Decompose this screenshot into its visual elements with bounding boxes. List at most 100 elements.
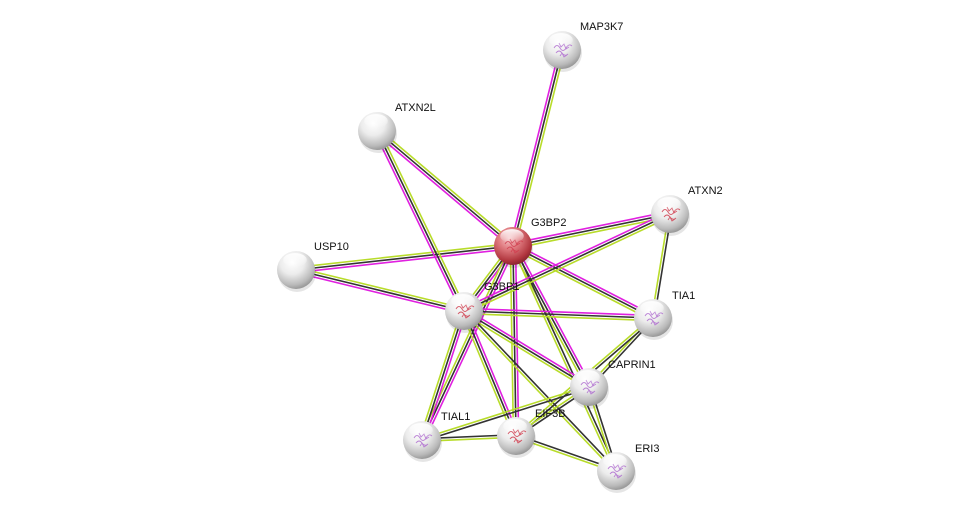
node-highlight bbox=[364, 114, 388, 128]
edge-strand-textmining bbox=[463, 312, 653, 322]
edge-g3bp2-tia1[interactable] bbox=[511, 242, 655, 322]
node-highlight bbox=[451, 294, 475, 308]
node-tia1[interactable]: TIA1 bbox=[634, 290, 695, 340]
edge-g3bp1-atxn2l[interactable] bbox=[373, 129, 468, 313]
edge-strand-experiments bbox=[514, 244, 592, 387]
edge-strand-coexpression bbox=[463, 310, 654, 319]
node-eif3b[interactable]: EIF3B bbox=[497, 408, 566, 458]
edge-strand-textmining bbox=[464, 215, 672, 315]
node-label: CAPRIN1 bbox=[608, 359, 656, 371]
edge-strand-textmining bbox=[460, 311, 515, 438]
edge-strand-textmining bbox=[378, 129, 468, 311]
node-highlight bbox=[503, 419, 527, 433]
edge-strand-textmining bbox=[514, 50, 566, 247]
protein-structure-icon bbox=[553, 42, 573, 58]
edge-strand-experiments bbox=[373, 131, 463, 313]
node-g3bp2[interactable]: G3BP2 bbox=[494, 217, 566, 268]
edge-strand-experiments bbox=[464, 307, 654, 317]
edge-strand-experiments bbox=[509, 49, 561, 246]
node-highlight bbox=[576, 370, 600, 384]
protein-structure-icon bbox=[644, 310, 664, 326]
protein-structure-icon bbox=[507, 428, 527, 444]
edge-strand-coexpression bbox=[463, 213, 671, 312]
node-label: ATXN2 bbox=[688, 185, 723, 197]
edge-strand-experiments bbox=[464, 308, 591, 386]
edge-strand-coexpression bbox=[463, 310, 590, 388]
edge-strand-coexpression bbox=[422, 387, 590, 443]
edge-strand-coexpression bbox=[464, 309, 618, 471]
edge-strand-textmining bbox=[462, 312, 589, 390]
protein-structure-icon bbox=[455, 303, 475, 319]
node-label: ATXN2L bbox=[395, 102, 436, 114]
edge-strand-experiments bbox=[296, 247, 514, 274]
edge-strand-textmining bbox=[462, 311, 616, 473]
edge-strand-experiments bbox=[513, 242, 655, 317]
edge-strand-coexpression bbox=[512, 213, 671, 247]
edge-strand-textmining bbox=[421, 384, 589, 440]
node-highlight bbox=[283, 253, 307, 267]
node-label: G3BP2 bbox=[531, 217, 566, 229]
node-label: MAP3K7 bbox=[580, 21, 623, 33]
edge-strand-textmining bbox=[378, 128, 516, 245]
node-atxn2l[interactable]: ATXN2L bbox=[358, 102, 436, 153]
node-label: ERI3 bbox=[635, 443, 659, 455]
edge-strand-coexpression bbox=[376, 130, 514, 247]
edge-strand-textmining bbox=[296, 266, 465, 310]
edge-strand-coexpression bbox=[376, 130, 465, 312]
edge-g3bp2-atxn2l[interactable] bbox=[374, 128, 516, 249]
edge-g3bp2-map3k7[interactable] bbox=[509, 49, 566, 247]
node-g3bp1[interactable]: G3BP1 bbox=[445, 281, 519, 333]
edge-g3bp1-eri3[interactable] bbox=[462, 309, 618, 473]
edge-strand-textmining bbox=[511, 247, 653, 322]
edges-layer bbox=[295, 49, 673, 473]
edge-g3bp2-atxn2[interactable] bbox=[512, 210, 671, 250]
protein-structure-icon bbox=[661, 206, 681, 222]
node-highlight bbox=[640, 301, 664, 315]
edge-strand-coexpression bbox=[512, 245, 654, 319]
node-atxn2[interactable]: ATXN2 bbox=[651, 185, 723, 236]
edge-strand-coexpression bbox=[421, 245, 514, 441]
edge-strand-coexpression bbox=[421, 310, 465, 441]
edge-strand-experiments bbox=[374, 132, 512, 249]
node-highlight bbox=[657, 197, 681, 211]
node-highlight bbox=[500, 229, 524, 243]
edge-g3bp1-tia1[interactable] bbox=[463, 307, 654, 322]
protein-structure-icon bbox=[607, 463, 627, 479]
edge-strand-coexpression bbox=[463, 310, 517, 437]
node-label: G3BP1 bbox=[484, 281, 519, 293]
edge-g3bp2-usp10[interactable] bbox=[295, 242, 514, 274]
node-usp10[interactable]: USP10 bbox=[277, 241, 349, 292]
edge-strand-textmining bbox=[418, 244, 512, 440]
node-label: EIF3B bbox=[535, 408, 566, 420]
node-map3k7[interactable]: MAP3K7 bbox=[543, 21, 623, 72]
protein-structure-icon bbox=[580, 379, 600, 395]
node-caprin1[interactable]: CAPRIN1 bbox=[570, 359, 656, 409]
edge-g3bp1-tial1[interactable] bbox=[418, 309, 468, 442]
edge-strand-experiments bbox=[423, 311, 468, 442]
node-label: USP10 bbox=[314, 241, 349, 253]
edge-strand-experiments bbox=[462, 210, 670, 310]
protein-structure-icon bbox=[504, 238, 524, 254]
edge-caprin1-tial1[interactable] bbox=[421, 384, 590, 443]
node-highlight bbox=[409, 423, 433, 437]
edge-g3bp1-caprin1[interactable] bbox=[462, 308, 591, 390]
edge-strand-coexpression bbox=[295, 269, 465, 312]
edge-g3bp1-usp10[interactable] bbox=[295, 266, 465, 315]
node-tial1[interactable]: TIAL1 bbox=[403, 411, 470, 462]
node-eri3[interactable]: ERI3 bbox=[597, 443, 659, 493]
node-highlight bbox=[549, 33, 573, 47]
edge-strand-textmining bbox=[418, 309, 463, 440]
protein-structure-icon bbox=[413, 432, 433, 448]
edge-strand-textmining bbox=[295, 242, 513, 269]
node-label: TIAL1 bbox=[441, 411, 470, 423]
edge-strand-textmining bbox=[513, 215, 671, 250]
edge-strand-experiments bbox=[512, 210, 670, 245]
node-highlight bbox=[603, 454, 627, 468]
edge-strand-experiments bbox=[295, 271, 464, 315]
node-label: TIA1 bbox=[672, 290, 695, 302]
edge-strand-coexpression bbox=[512, 49, 563, 247]
edge-g3bp1-atxn2[interactable] bbox=[462, 210, 672, 315]
edge-strand-coexpression bbox=[295, 245, 514, 271]
